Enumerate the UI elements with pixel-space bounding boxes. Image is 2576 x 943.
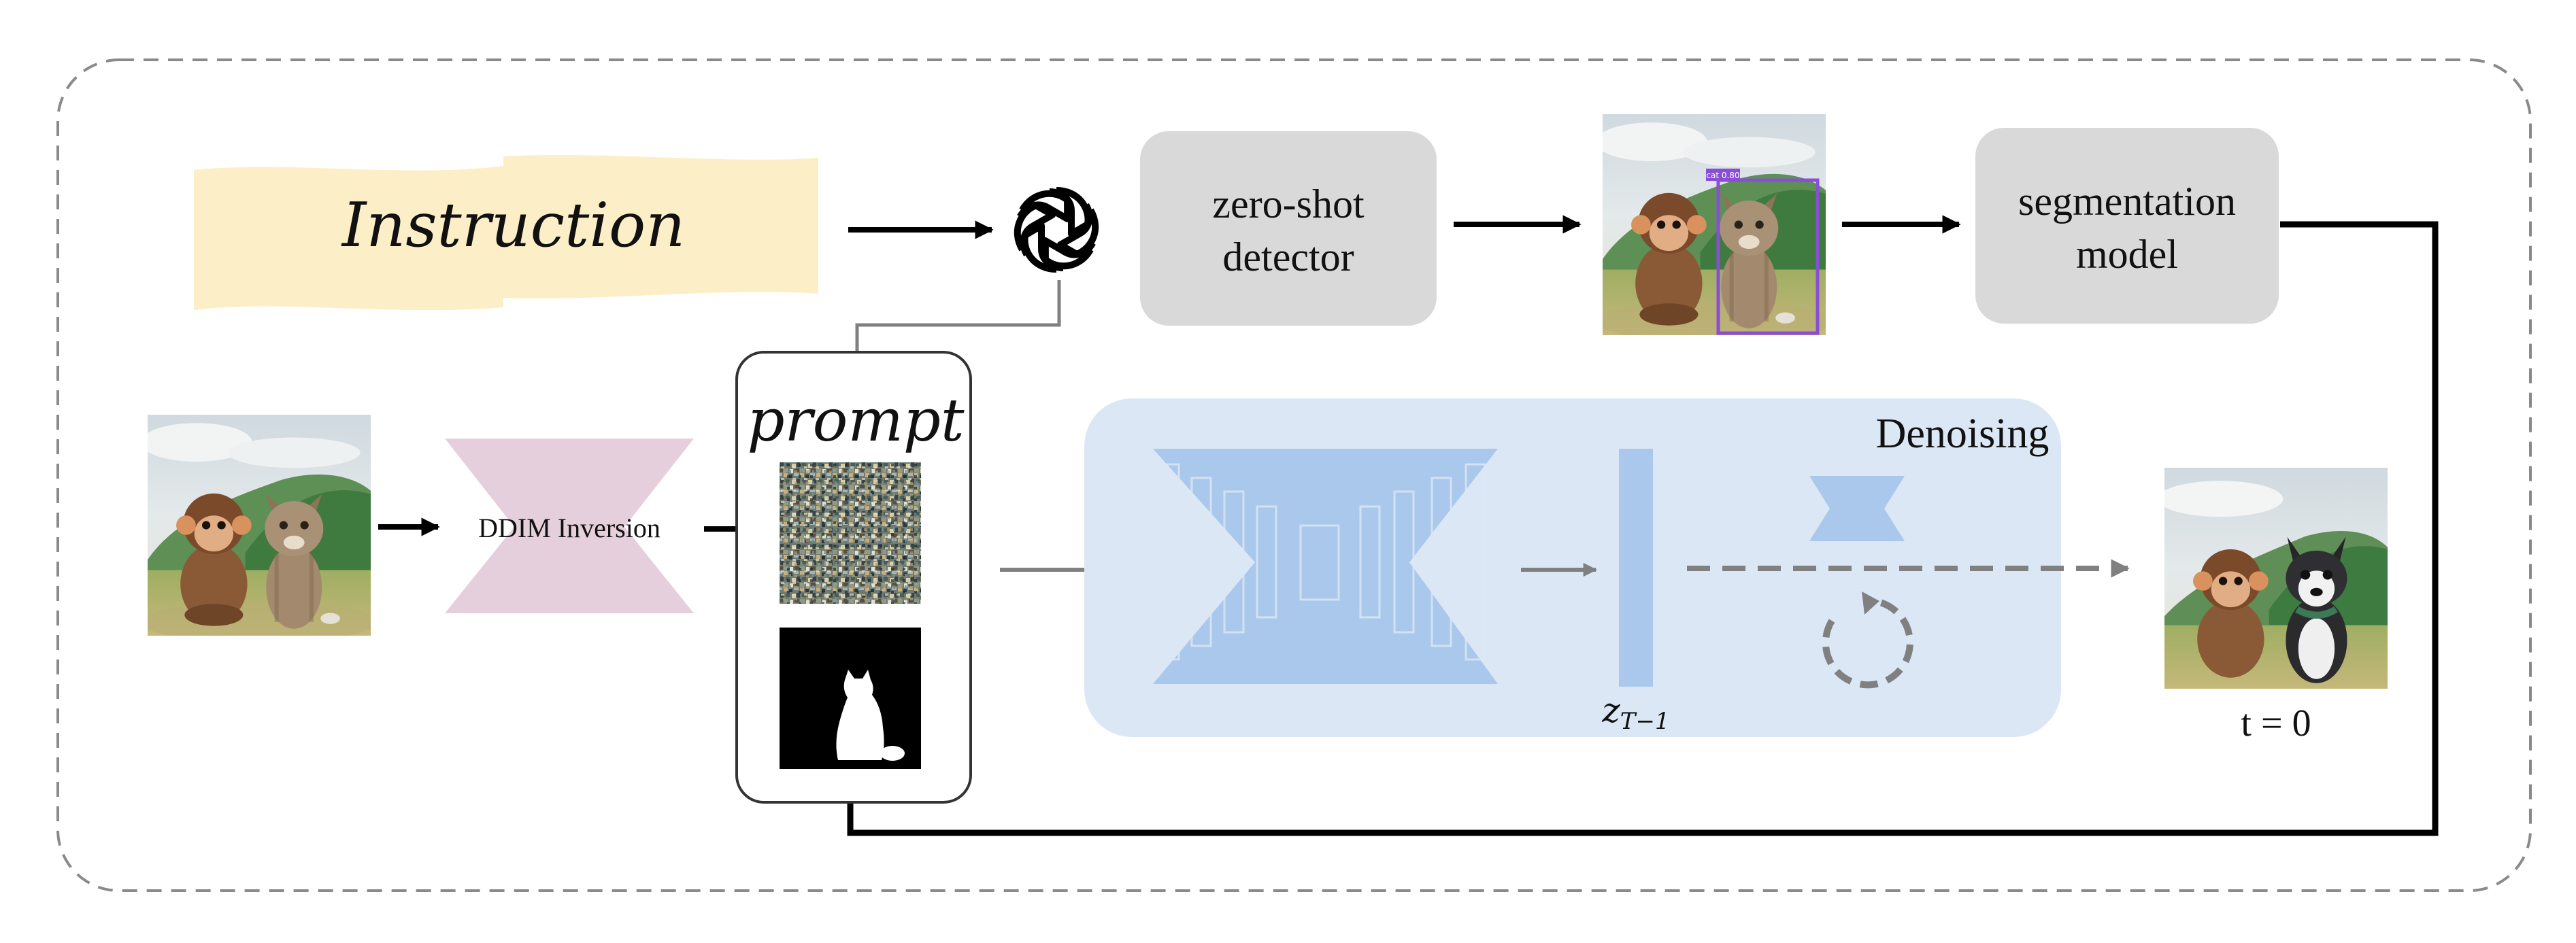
output-image [2158, 468, 2388, 689]
zero-shot-detector-box: zero-shot detector [1140, 131, 1437, 326]
arrow-segmentation-feedback [839, 221, 2439, 836]
latent-bar [1619, 449, 1653, 687]
instruction-banner: Instruction [194, 155, 818, 311]
bbox-tag [1706, 169, 1740, 181]
detector-label-line2: detector [1222, 235, 1354, 279]
prompt-container: prompt [735, 351, 972, 804]
instruction-label: Instruction [341, 190, 685, 261]
openai-logo-icon [1014, 187, 1099, 273]
segmentation-label-line2: model [2076, 232, 2178, 277]
ddim-inversion-block: DDIM Inversion [445, 439, 694, 613]
denoising-panel: Denoising [1084, 398, 2130, 737]
unet-block [1153, 449, 1498, 684]
detector-label-line1: zero-shot [1212, 182, 1365, 226]
latent-label-base: z [1601, 691, 1620, 730]
prompt-label: prompt [747, 387, 965, 455]
small-unet-icon [1809, 476, 1905, 541]
bbox-tag-label: cat 0.80 [1706, 171, 1739, 180]
segmentation-model-box: segmentation model [1975, 128, 2279, 324]
outer-dashed-frame [56, 58, 2532, 892]
ddim-label: DDIM Inversion [478, 513, 660, 543]
t0-label: t = 0 [2241, 702, 2311, 744]
detection-result-image: cat 0.80 [1596, 114, 1833, 342]
denoising-label: Denoising [1876, 411, 2050, 457]
bounding-box [1716, 178, 1820, 335]
latent-label-sub: T−1 [1620, 708, 1670, 735]
cat-silhouette [836, 670, 905, 761]
cycle-arrow-icon [1822, 591, 1913, 689]
input-image [141, 415, 378, 642]
segmentation-label-line1: segmentation [2018, 179, 2236, 224]
latent-label: zT−1 [1601, 691, 1669, 735]
